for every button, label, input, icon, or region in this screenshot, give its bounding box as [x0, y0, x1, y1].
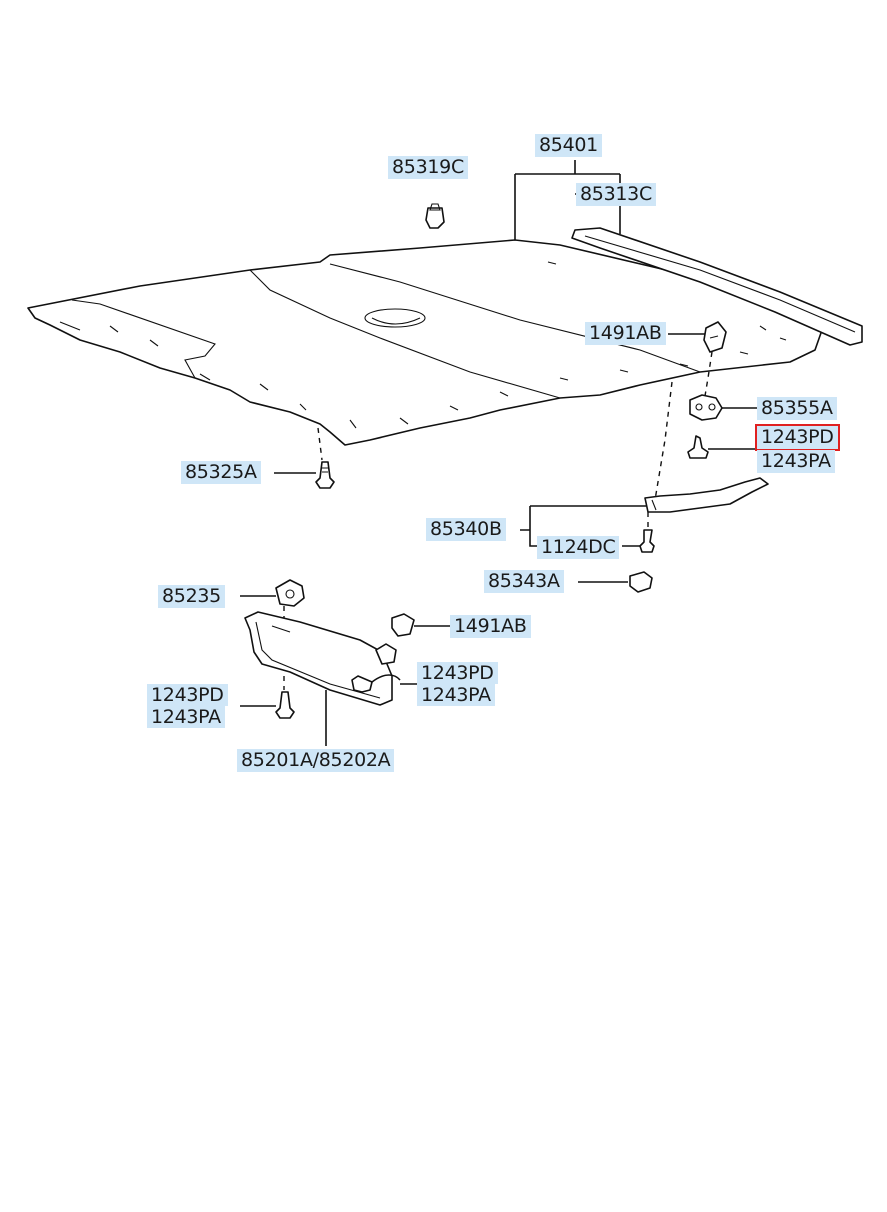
- callout-1243pd-top[interactable]: 1243PD: [755, 424, 840, 451]
- trim-rail: [571, 227, 863, 346]
- callout-85201a-85202a[interactable]: 85201A/85202A: [237, 749, 395, 772]
- leader-85401: [514, 160, 621, 240]
- screw-85325a: [315, 461, 335, 489]
- callout-85343a[interactable]: 85343A: [484, 570, 564, 593]
- callout-85325a[interactable]: 85325A: [181, 461, 261, 484]
- callout-85355a[interactable]: 85355A: [757, 397, 837, 420]
- callout-85319c[interactable]: 85319C: [388, 156, 468, 179]
- callout-1243pa-right[interactable]: 1243PA: [417, 684, 495, 706]
- callout-1243pd-right[interactable]: 1243PD: [417, 662, 498, 684]
- clip-1491ab-top: [703, 321, 727, 353]
- holder-85355a: [689, 394, 723, 421]
- callout-1243pa-left[interactable]: 1243PA: [147, 706, 225, 728]
- callout-1124dc[interactable]: 1124DC: [537, 536, 620, 559]
- dash-assist-strap: [654, 381, 673, 501]
- callout-1243pa-top[interactable]: 1243PA: [757, 450, 835, 473]
- screw-1124dc: [639, 529, 655, 553]
- assist-strap: [644, 477, 769, 513]
- screw-1243pd-left: [275, 691, 295, 719]
- callout-1243pd-left[interactable]: 1243PD: [147, 684, 228, 706]
- screw-1243pd-top: [687, 435, 709, 459]
- callout-85235[interactable]: 85235: [158, 585, 225, 608]
- leader-85340b: [520, 505, 646, 547]
- visor-hinge: [375, 643, 397, 665]
- screw-1243pd-right: [351, 675, 373, 693]
- callout-1491ab-low[interactable]: 1491AB: [450, 615, 531, 638]
- sun-visor: [244, 611, 393, 706]
- callout-85313c[interactable]: 85313C: [576, 183, 656, 206]
- cap-85343a: [629, 571, 653, 593]
- clip-1491ab-low: [391, 613, 415, 637]
- dash-85325a: [317, 427, 323, 461]
- callout-1491ab-top[interactable]: 1491AB: [585, 322, 666, 345]
- callout-85340b[interactable]: 85340B: [426, 518, 506, 541]
- clip-85319c: [425, 203, 445, 229]
- leader-1243pd-right: [371, 674, 418, 685]
- bracket-85235: [275, 579, 305, 607]
- callout-85401[interactable]: 85401: [535, 134, 602, 157]
- headliner-panel: [27, 239, 823, 446]
